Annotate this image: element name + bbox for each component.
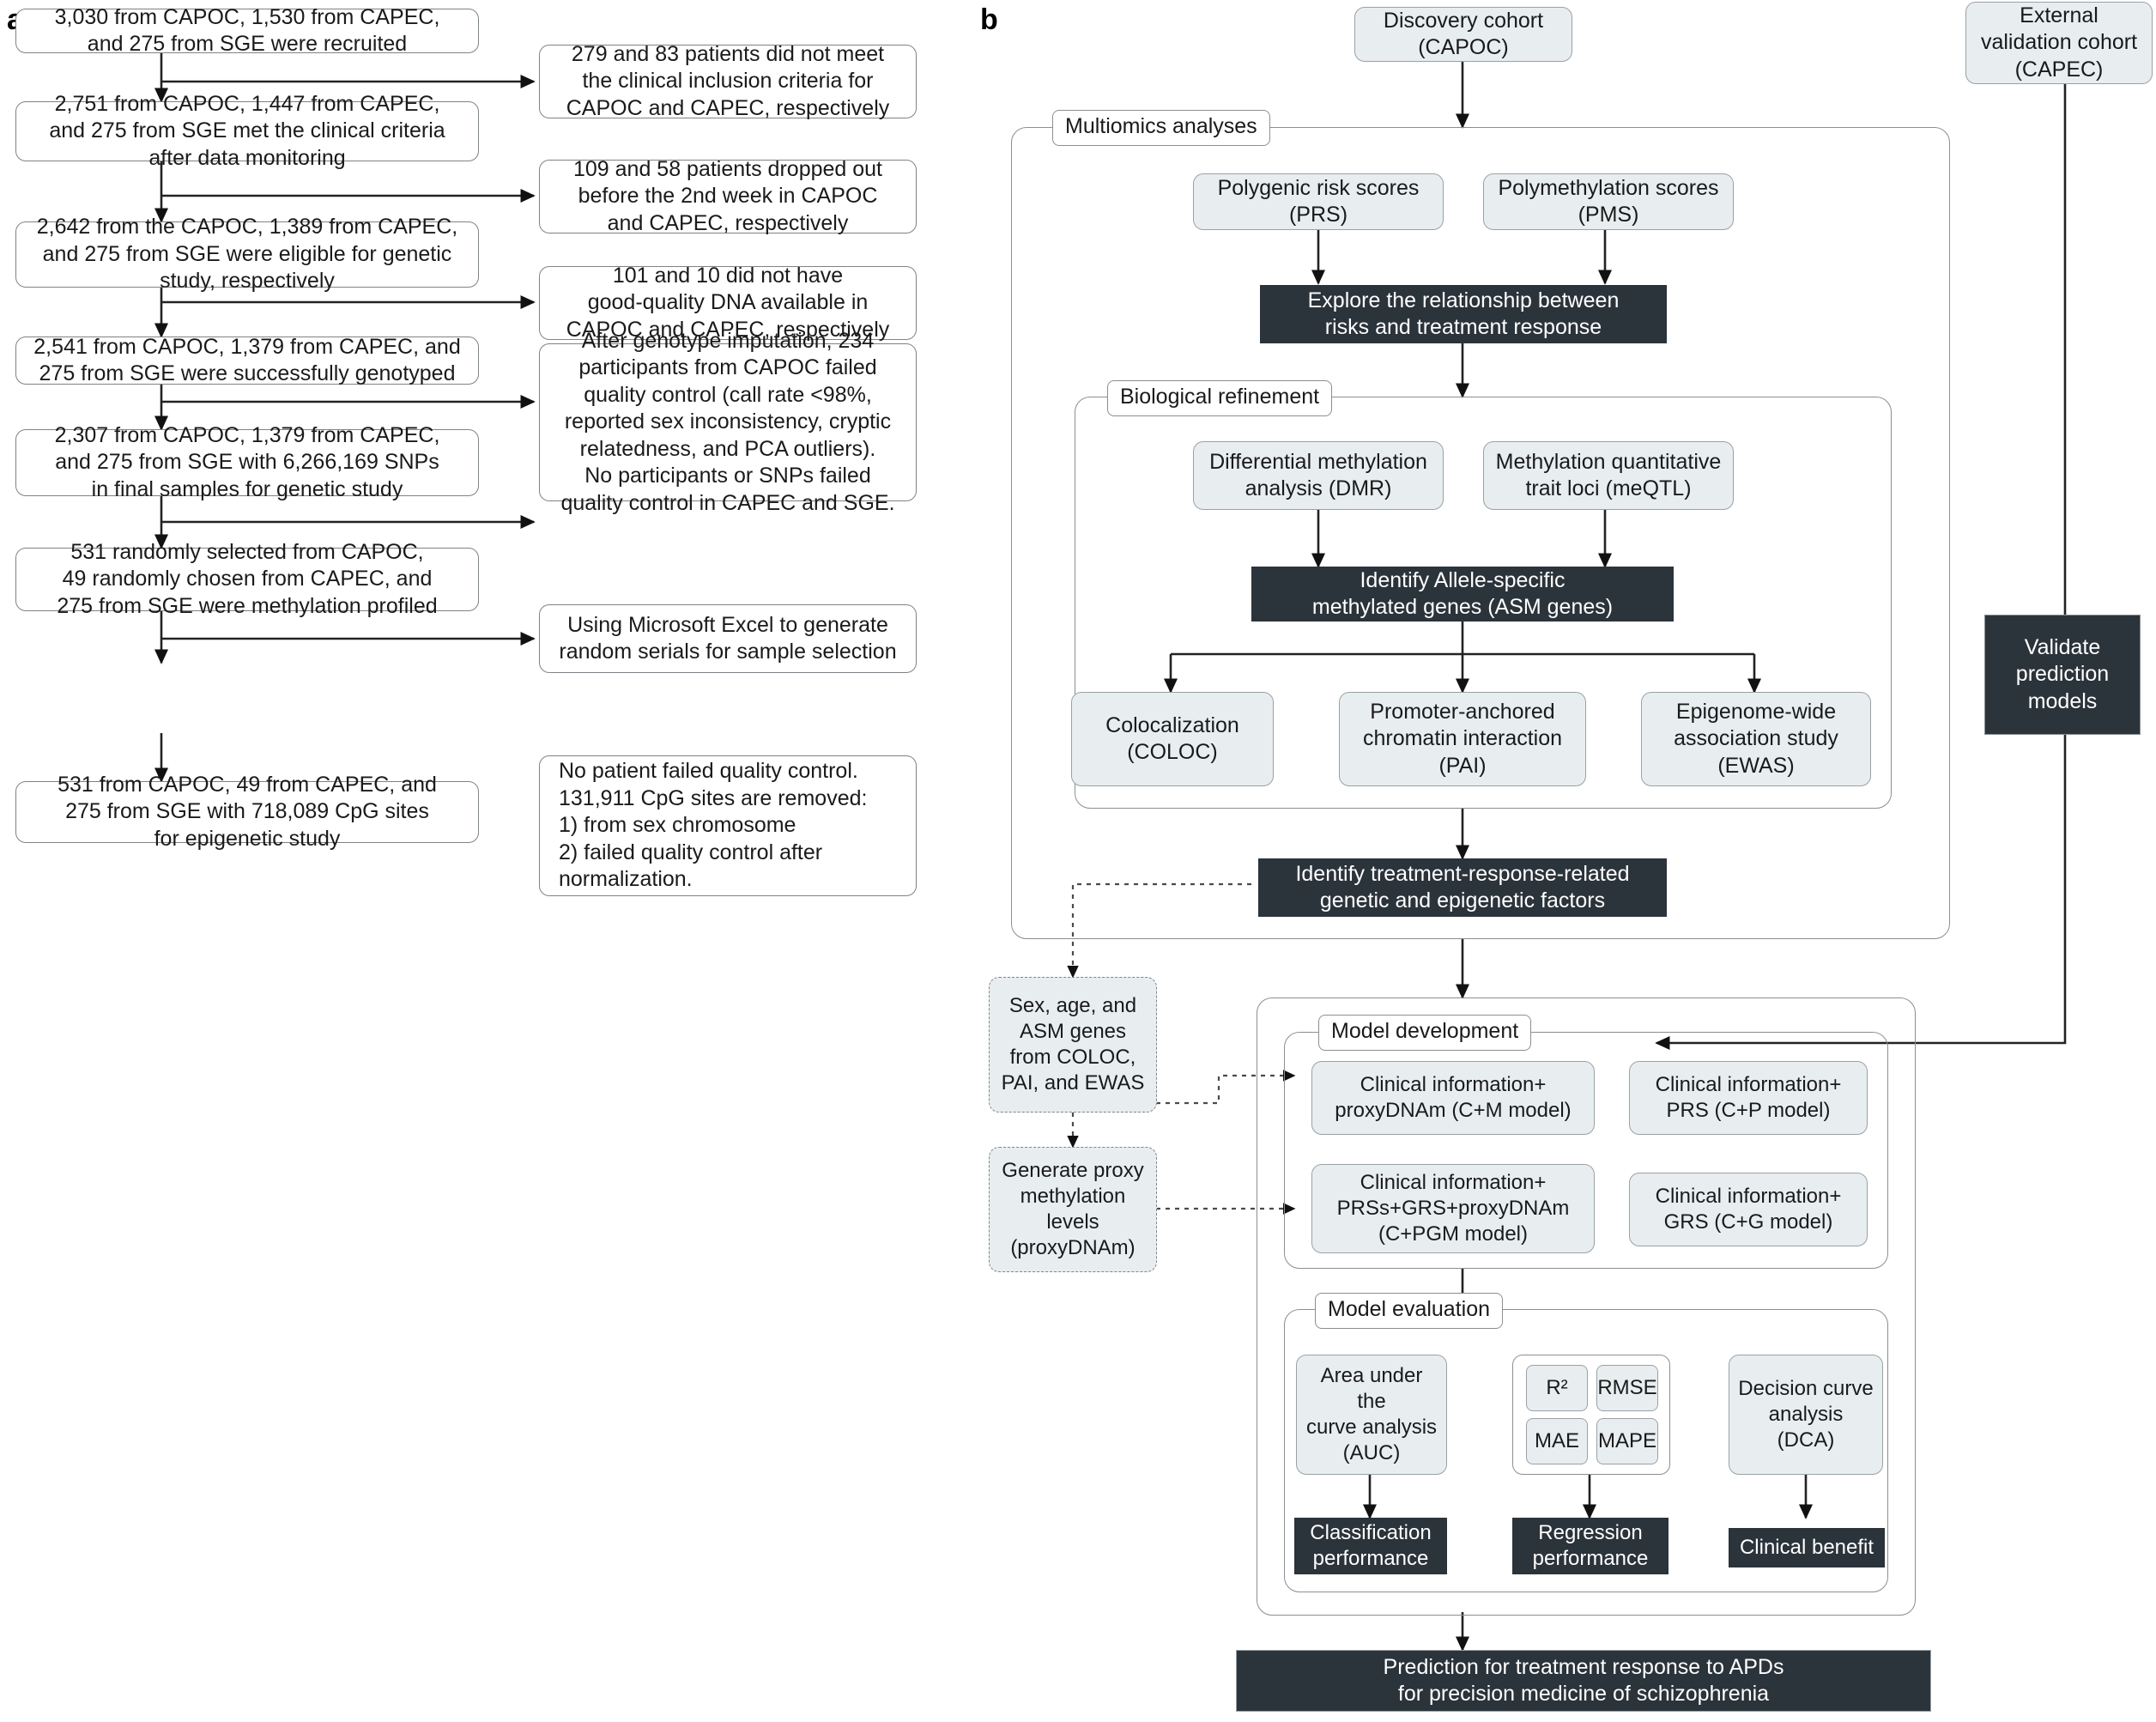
group-model-pipeline: [1257, 997, 1916, 1616]
metric-r2: R²: [1526, 1365, 1588, 1411]
group-model-development: [1284, 1032, 1888, 1269]
node-auc: Area under the curve analysis (AUC): [1296, 1355, 1447, 1475]
node-dmr: Differential methylation analysis (DMR): [1193, 441, 1444, 510]
flow-node-a6: 531 randomly selected from CAPOC, 49 ran…: [15, 540, 479, 618]
node-final-prediction: Prediction for treatment response to APD…: [1236, 1650, 1931, 1712]
side-note-a5: Using Microsoft Excel to generate random…: [539, 604, 917, 673]
group-model-evaluation: [1284, 1309, 1888, 1592]
node-dca: Decision curve analysis (DCA): [1729, 1355, 1883, 1475]
group-label-biological-refinement: Biological refinement: [1107, 380, 1333, 416]
node-identify-factors: Identify treatment-response-related gene…: [1258, 858, 1667, 917]
node-model-cp: Clinical information+ PRS (C+P model): [1629, 1061, 1868, 1135]
group-biological-refinement: [1075, 397, 1892, 809]
group-label-multiomics: Multiomics analyses: [1052, 110, 1270, 146]
group-label-model-development: Model development: [1318, 1015, 1532, 1051]
node-asm-genes: Identify Allele-specific methylated gene…: [1251, 567, 1674, 621]
node-model-cm: Clinical information+ proxyDNAm (C+M mod…: [1311, 1061, 1595, 1135]
node-model-cpgm: Clinical information+ PRSs+GRS+proxyDNAm…: [1311, 1164, 1595, 1253]
node-pms: Polymethylation scores (PMS): [1483, 173, 1734, 230]
side-note-a6: No patient failed quality control. 131,9…: [539, 755, 917, 896]
node-explore-relationship: Explore the relationship between risks a…: [1260, 285, 1667, 343]
flow-node-a7: 531 from CAPOC, 49 from CAPEC, and 275 f…: [15, 773, 479, 851]
node-pai: Promoter-anchored chromatin interaction …: [1339, 692, 1586, 786]
node-prs: Polygenic risk scores (PRS): [1193, 173, 1444, 230]
flow-node-a3: 2,642 from the CAPOC, 1,389 from CAPEC, …: [15, 215, 479, 293]
node-features-sex-age-asm: Sex, age, and ASM genes from COLOC, PAI,…: [989, 977, 1157, 1113]
metric-mape: MAPE: [1596, 1418, 1658, 1464]
group-regression-metrics: [1512, 1355, 1670, 1475]
flow-node-a1: 3,030 from CAPOC, 1,530 from CAPEC, and …: [15, 5, 479, 56]
side-note-a3: 101 and 10 did not have good-quality DNA…: [539, 264, 917, 342]
metric-rmse: RMSE: [1596, 1365, 1658, 1411]
node-regression-performance: Regression performance: [1512, 1518, 1668, 1574]
node-meqtl: Methylation quantitative trait loci (meQ…: [1483, 441, 1734, 510]
flow-node-a5: 2,307 from CAPOC, 1,379 from CAPEC, and …: [15, 423, 479, 501]
node-generate-proxy-methylation: Generate proxy methylation levels (proxy…: [989, 1147, 1157, 1272]
group-label-model-evaluation: Model evaluation: [1315, 1293, 1504, 1329]
node-coloc: Colocalization (COLOC): [1071, 692, 1274, 786]
node-discovery-cohort: Discovery cohort (CAPOC): [1354, 7, 1572, 62]
node-external-validation-cohort: External validation cohort (CAPEC): [1965, 2, 2153, 84]
node-ewas: Epigenome-wide association study (EWAS): [1641, 692, 1871, 786]
side-note-a2: 109 and 58 patients dropped out before t…: [539, 157, 917, 235]
node-validate-prediction-models: Validate prediction models: [1984, 615, 2141, 735]
metric-mae: MAE: [1526, 1418, 1588, 1464]
group-multiomics-analyses: [1011, 127, 1950, 939]
side-note-a4: After genotype imputation, 234 participa…: [539, 329, 917, 515]
flow-node-a4: 2,541 from CAPOC, 1,379 from CAPEC, and …: [15, 335, 479, 385]
node-clinical-benefit: Clinical benefit: [1729, 1528, 1885, 1567]
node-classification-performance: Classification performance: [1294, 1518, 1447, 1574]
flow-node-a2: 2,751 from CAPOC, 1,447 from CAPEC, and …: [15, 92, 479, 170]
node-model-cg: Clinical information+ GRS (C+G model): [1629, 1173, 1868, 1246]
side-note-a1: 279 and 83 patients did not meet the cli…: [539, 42, 917, 120]
panel-b-letter: b: [980, 3, 998, 36]
